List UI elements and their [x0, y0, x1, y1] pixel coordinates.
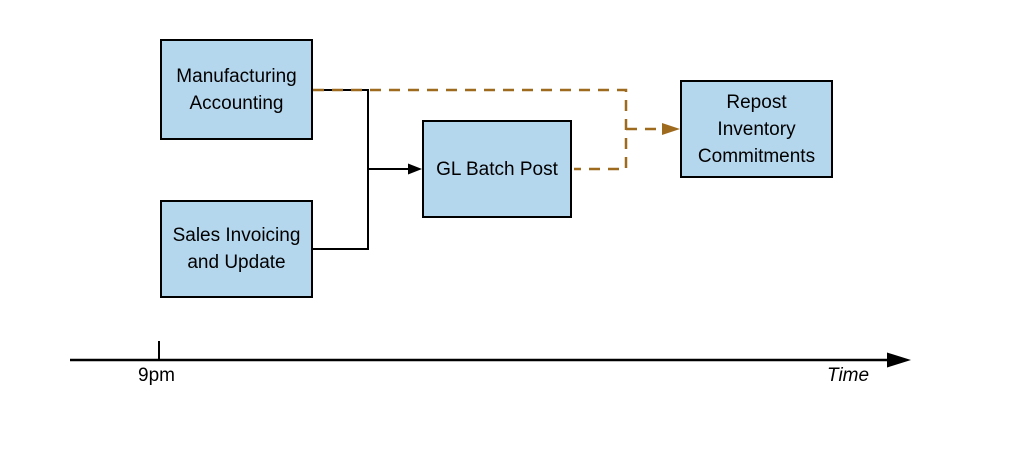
arrowhead-repost-icon [662, 123, 680, 135]
node-sales-invoicing-and-update: Sales Invoicing and Update [160, 200, 313, 298]
node-gl-batch-post-label: GL Batch Post [436, 158, 558, 180]
timeline-arrowhead-icon [887, 352, 911, 368]
node-sales-invoicing-and-update-label: Sales Invoicing and Update [172, 225, 301, 273]
node-repost-inventory-commitments-label: Repost Inventory Commitments [697, 91, 816, 167]
edge-solid-sources-junction [313, 89, 369, 250]
timeline-tick-label: 9pm [138, 365, 175, 386]
node-gl-batch-post: GL Batch Post [422, 120, 572, 218]
node-manufacturing-accounting-label: Manufacturing Accounting [176, 65, 297, 114]
node-manufacturing-accounting: Manufacturing Accounting [160, 39, 313, 140]
node-repost-inventory-commitments: Repost Inventory Commitments [680, 80, 833, 178]
arrowhead-gl-batch-post-icon [408, 163, 422, 175]
timeline-axis-label: Time [827, 365, 870, 386]
